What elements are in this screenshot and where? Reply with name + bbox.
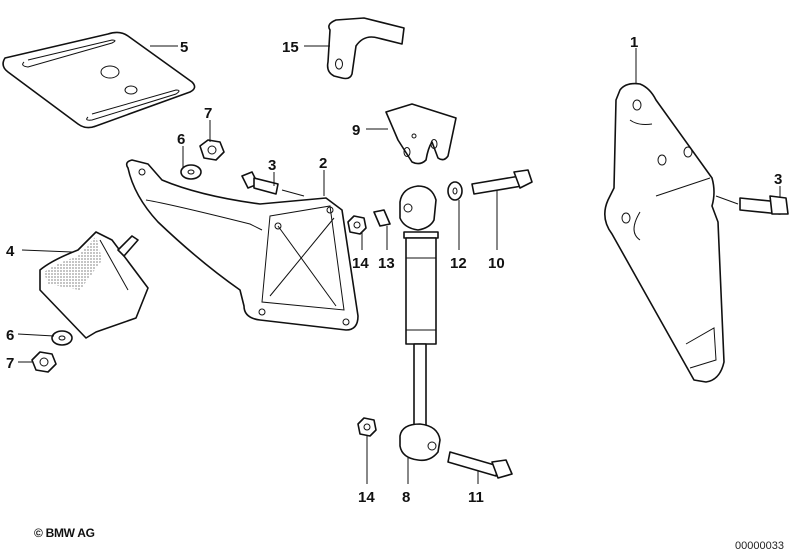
- part-10-bolt[interactable]: [471, 169, 533, 195]
- callout-5: 5: [180, 39, 188, 56]
- callout-8: 8: [402, 489, 410, 506]
- callout-7-lower: 7: [6, 355, 14, 372]
- part-5-plate[interactable]: [2, 31, 196, 129]
- callout-2: 2: [319, 155, 327, 172]
- callout-7-upper: 7: [204, 105, 212, 122]
- part-3-bolt-right[interactable]: [715, 195, 789, 215]
- leader-lines: [17, 45, 781, 484]
- callout-14-lower: 14: [358, 489, 375, 506]
- callout-11: 11: [468, 489, 484, 506]
- callout-4: 4: [6, 243, 15, 260]
- callout-12: 12: [450, 255, 467, 272]
- callout-1: 1: [630, 34, 638, 51]
- part-3-bolt-left[interactable]: [241, 171, 305, 197]
- part-7-nut-lower[interactable]: [31, 351, 57, 373]
- part-4-rubber-mount[interactable]: [39, 231, 149, 339]
- drawing-number: 00000033: [735, 540, 784, 552]
- part-13-washer[interactable]: [373, 209, 391, 227]
- callout-3-left: 3: [268, 157, 276, 174]
- part-8-damper[interactable]: [399, 185, 441, 462]
- part-14-nut-lower[interactable]: [357, 417, 377, 437]
- callout-6-lower: 6: [6, 327, 14, 344]
- callout-6-upper: 6: [177, 131, 185, 148]
- callout-13: 13: [378, 255, 395, 272]
- part-9-bracket[interactable]: [385, 103, 457, 165]
- callout-9: 9: [352, 122, 360, 139]
- callout-14-upper: 14: [352, 255, 369, 272]
- part-7-nut-upper[interactable]: [199, 139, 225, 161]
- part-14-nut-upper[interactable]: [347, 215, 367, 235]
- part-12-washer[interactable]: [447, 181, 463, 201]
- copyright-text: © BMW AG: [34, 526, 95, 540]
- part-15-bracket[interactable]: [326, 17, 405, 80]
- callout-3-right: 3: [774, 171, 782, 188]
- part-11-bolt[interactable]: [447, 451, 513, 479]
- part-6-washer-upper[interactable]: [180, 164, 202, 180]
- callout-10: 10: [488, 255, 505, 272]
- part-1-bracket[interactable]: [604, 82, 725, 383]
- part-2-arm-bracket[interactable]: [125, 159, 359, 331]
- callout-15: 15: [282, 39, 299, 56]
- part-6-washer-lower[interactable]: [51, 330, 73, 346]
